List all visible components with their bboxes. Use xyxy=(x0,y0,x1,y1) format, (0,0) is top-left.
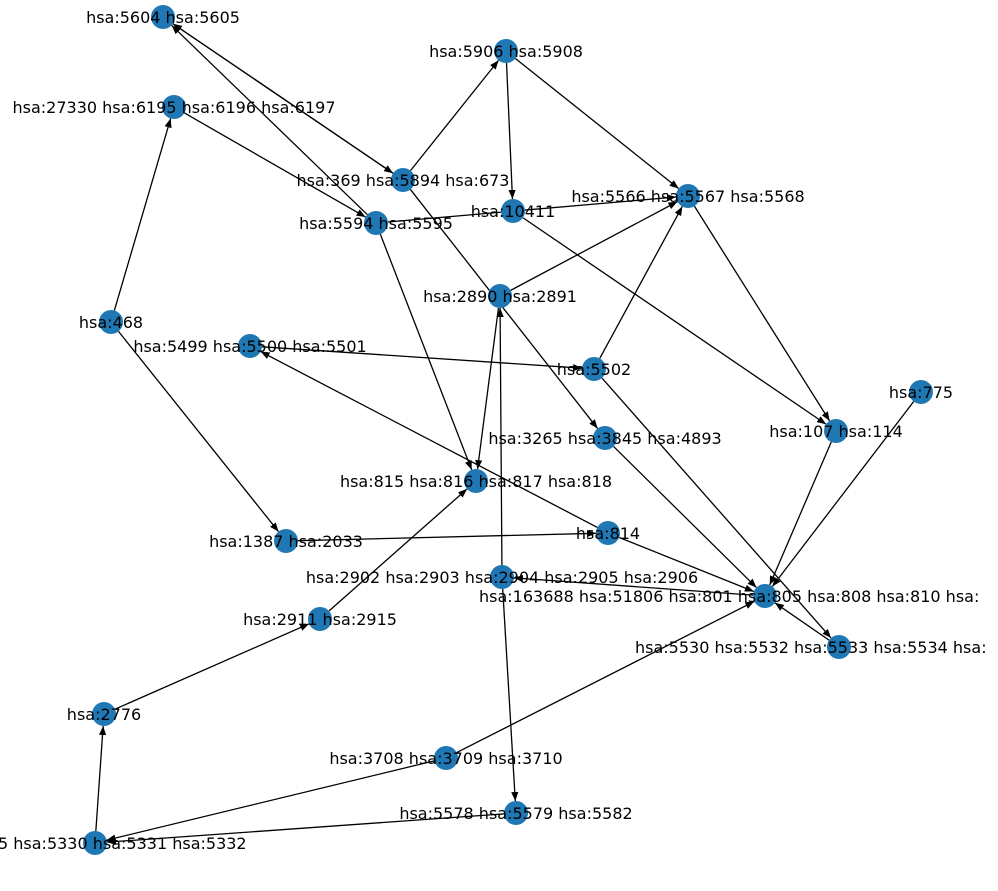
edge-n20-n19 xyxy=(774,602,830,641)
node-n20[interactable] xyxy=(827,635,851,659)
node-label: hsa:107 hsa:114 xyxy=(769,422,903,441)
node-label: hsa:814 xyxy=(576,524,640,543)
edge-n14-n19 xyxy=(613,445,757,589)
edge-n7-n15 xyxy=(379,233,473,471)
edges-layer xyxy=(95,23,915,846)
edge-n7-n5 xyxy=(387,194,677,223)
edge-n8-n5 xyxy=(510,201,678,291)
edge-n18-n8 xyxy=(496,307,504,566)
edge-n17-n19 xyxy=(618,536,755,593)
node-n18[interactable] xyxy=(490,565,514,589)
node-label: hsa:5578 hsa:5579 hsa:5582 xyxy=(399,804,632,823)
node-label: hsa:5566 hsa:5567 hsa:5568 xyxy=(571,187,804,206)
edge-n2-n5 xyxy=(514,57,680,190)
edge-n24-n25 xyxy=(106,813,505,846)
node-n14[interactable] xyxy=(593,426,617,450)
edge-n23-n25 xyxy=(106,760,435,842)
edge-n19-n18 xyxy=(513,574,754,596)
node-n2[interactable] xyxy=(494,39,518,63)
edge-n25-n22 xyxy=(95,725,107,832)
node-n10[interactable] xyxy=(238,334,262,358)
node-n1[interactable] xyxy=(151,5,175,29)
node-label: hsa:27330 hsa:6195 hsa:6196 hsa:6197 xyxy=(13,98,336,117)
edge-n16-n17 xyxy=(297,529,597,542)
edge-n11-n5 xyxy=(599,206,683,359)
node-n12[interactable] xyxy=(909,380,933,404)
node-label: hsa:3708 hsa:3709 hsa:3710 xyxy=(329,749,562,768)
node-label: hsa:468 xyxy=(79,313,143,332)
node-label: hsa:5530 hsa:5532 hsa:5533 hsa:5534 hsa: xyxy=(635,638,987,657)
node-label: hsa:775 xyxy=(889,383,953,402)
node-n19[interactable] xyxy=(753,584,777,608)
node-n6[interactable] xyxy=(501,199,525,223)
node-label: hsa:2890 hsa:2891 xyxy=(423,287,577,306)
node-label: hsa:5604 hsa:5605 xyxy=(86,8,240,27)
edge-n13-n19 xyxy=(769,441,832,586)
node-n17[interactable] xyxy=(596,521,620,545)
node-n24[interactable] xyxy=(504,801,528,825)
node-n25[interactable] xyxy=(83,831,107,855)
node-label: hsa:5502 xyxy=(557,360,631,379)
node-n9[interactable] xyxy=(99,310,123,334)
edge-n4-n2 xyxy=(409,59,500,172)
edge-n17-n10 xyxy=(260,350,598,529)
node-label: hsa:5594 hsa:5595 xyxy=(299,214,453,233)
edge-n18-n24 xyxy=(502,588,519,802)
node-n15[interactable] xyxy=(464,469,488,493)
edge-n4-n14 xyxy=(409,189,599,429)
node-label: 5 hsa:5330 hsa:5331 hsa:5332 xyxy=(0,834,247,853)
node-label: hsa:2776 xyxy=(67,705,141,724)
node-label: hsa:1387 hsa:2033 xyxy=(209,532,363,551)
node-label: hsa:369 hsa:5894 hsa:673 xyxy=(297,171,510,190)
node-n7[interactable] xyxy=(364,211,388,235)
node-n4[interactable] xyxy=(391,168,415,192)
node-n5[interactable] xyxy=(676,184,700,208)
edge-n22-n21 xyxy=(114,623,310,710)
node-label: hsa:163688 hsa:51806 hsa:801 hsa:805 hsa… xyxy=(479,587,979,606)
edge-n23-n19 xyxy=(456,600,755,754)
node-n16[interactable] xyxy=(274,529,298,553)
node-n22[interactable] xyxy=(92,702,116,726)
node-n13[interactable] xyxy=(824,419,848,443)
edge-n3-n7 xyxy=(184,112,366,218)
edge-n10-n11 xyxy=(261,346,583,372)
node-label: hsa:5906 hsa:5908 xyxy=(429,42,583,61)
node-label: hsa:815 hsa:816 hsa:817 hsa:818 xyxy=(340,472,612,491)
edge-n8-n15 xyxy=(475,307,500,470)
edge-n11-n20 xyxy=(601,377,832,639)
node-label: hsa:2902 hsa:2903 hsa:2904 hsa:2905 hsa:… xyxy=(306,568,698,587)
node-n8[interactable] xyxy=(488,284,512,308)
node-n23[interactable] xyxy=(434,746,458,770)
node-label: hsa:10411 xyxy=(471,202,556,221)
edge-n1-n4 xyxy=(172,23,394,174)
edge-n5-n13 xyxy=(693,205,831,422)
labels-layer: hsa:5604 hsa:5605 hsa:5906 hsa:5908 hsa:27… xyxy=(0,8,987,853)
node-label: hsa:5499 hsa:5500 hsa:5501 xyxy=(133,337,366,356)
edge-n12-n19 xyxy=(771,401,915,587)
node-label: hsa:3265 hsa:3845 hsa:4893 xyxy=(488,429,721,448)
node-n3[interactable] xyxy=(162,95,186,119)
edge-n6-n13 xyxy=(522,217,827,425)
edge-n2-n6 xyxy=(505,62,516,200)
node-n11[interactable] xyxy=(582,357,606,381)
edge-n7-n1 xyxy=(171,24,368,216)
edge-n9-n16 xyxy=(117,330,280,533)
edge-n9-n3 xyxy=(113,118,172,311)
edge-n21-n15 xyxy=(328,488,468,612)
node-n21[interactable] xyxy=(308,607,332,631)
node-label: hsa:2911 hsa:2915 xyxy=(243,610,397,629)
nodes-layer xyxy=(83,5,933,855)
